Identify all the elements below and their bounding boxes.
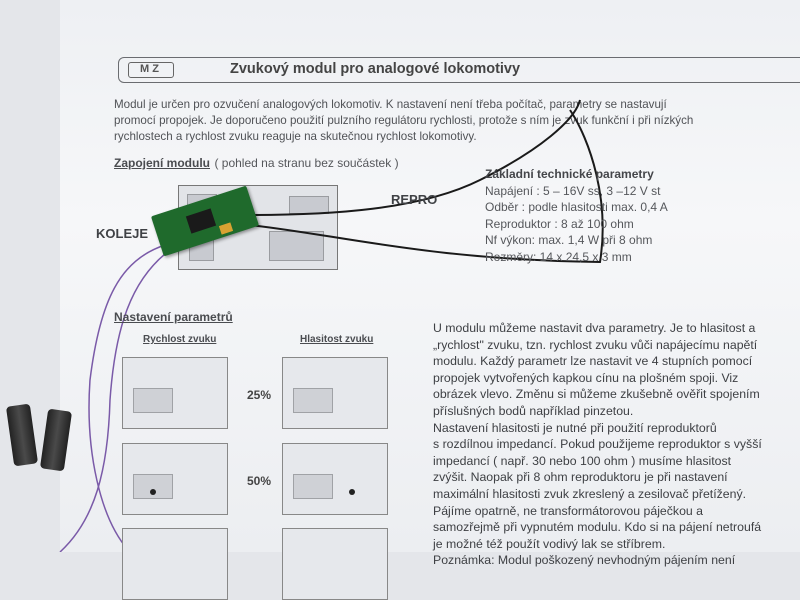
- intro-line: promocí propojek. Je doporučeno použití …: [114, 114, 694, 127]
- intro-line: rychlostech a rychlost zvuku reaguje na …: [114, 130, 477, 143]
- speed-column-header: Rychlost zvuku: [143, 334, 217, 345]
- level-25: 25%: [247, 388, 272, 402]
- text-line: propojek vytvořených kapkou cínu na ploš…: [433, 370, 739, 385]
- tech-heading: Základní technické parametry: [485, 167, 654, 181]
- text-line: obrázek vlevo. Změnu si můžeme zkušebně …: [433, 387, 760, 402]
- speed-75-diagram: [122, 528, 228, 600]
- volume-50-diagram: [282, 443, 388, 515]
- mz-logo: MZ: [128, 62, 174, 78]
- settings-heading: Nastavení parametrů: [114, 310, 233, 324]
- repro-label: REPRO: [391, 192, 438, 207]
- tech-item: Rozměry: 14 x 24,5 x 3 mm: [485, 249, 632, 264]
- wiring-heading: Zapojení modulu: [114, 156, 210, 170]
- tech-item: Odběr : podle hlasitosti max. 0,4 A: [485, 200, 668, 214]
- volume-25-diagram: [282, 357, 388, 429]
- text-line: zvýšit. Naopak při 8 ohm reproduktoru je…: [433, 470, 728, 485]
- title-box: [118, 57, 800, 83]
- text-line: modulu. Každý parametr lze nastavit ve 4…: [433, 354, 753, 369]
- level-50: 50%: [247, 474, 272, 488]
- tech-item: Nf výkon: max. 1,4 W při 8 ohm: [485, 233, 653, 247]
- settings-text: U modulu můžeme nastavit dva parametry. …: [433, 320, 800, 569]
- volume-column-header: Hlasitost zvuku: [300, 334, 374, 345]
- text-line: Poznámka: Modul poškozený nevhodným páje…: [433, 553, 736, 568]
- koleje-label: KOLEJE: [96, 226, 149, 241]
- text-line: Pájíme opatrně, ne transformátorovou páj…: [433, 503, 704, 518]
- intro-line: Modul je určen pro ozvučení analogových …: [114, 98, 667, 111]
- text-line: maximální hlasitosti zvuk zkreslený a ze…: [433, 486, 747, 501]
- text-line: „rychlost" zvuku, tzn. rychlost zvuku vů…: [433, 337, 758, 352]
- text-line: Nastavení hlasitosti je nutné při použit…: [433, 420, 717, 435]
- text-line: U modulu můžeme nastavit dva parametry. …: [433, 321, 756, 335]
- text-line: impedancí ( např. 30 nebo 100 ohm ) musí…: [433, 453, 732, 468]
- speed-25-diagram: [122, 357, 228, 429]
- text-line: příslušných bodů například pinzetou.: [433, 403, 634, 418]
- intro-paragraph: Modul je určen pro ozvučení analogových …: [114, 97, 800, 145]
- wires: [59, 99, 604, 552]
- speed-50-diagram: [122, 443, 228, 515]
- text-line: samozřejmě při vypnutém modulu. Kdo si n…: [433, 520, 762, 535]
- wiring-subheading: ( pohled na stranu bez součástek ): [214, 156, 399, 170]
- volume-75-diagram: [282, 528, 388, 600]
- text-line: s rozdílnou impedancí. Pokud použijeme r…: [433, 437, 762, 452]
- tech-item: Napájení : 5 – 16V ss, 3 –12 V st: [485, 183, 661, 198]
- document-title: Zvukový modul pro analogové lokomotivy: [230, 61, 521, 77]
- tech-params: Základní technické parametry Napájení : …: [485, 166, 668, 265]
- wiring-heading-row: Zapojení modulu ( pohled na stranu bez s…: [114, 154, 399, 172]
- text-line: je možné též použít vodivý lak se stříbr…: [433, 536, 666, 551]
- tech-item: Reproduktor : 8 až 100 ohm: [485, 216, 634, 231]
